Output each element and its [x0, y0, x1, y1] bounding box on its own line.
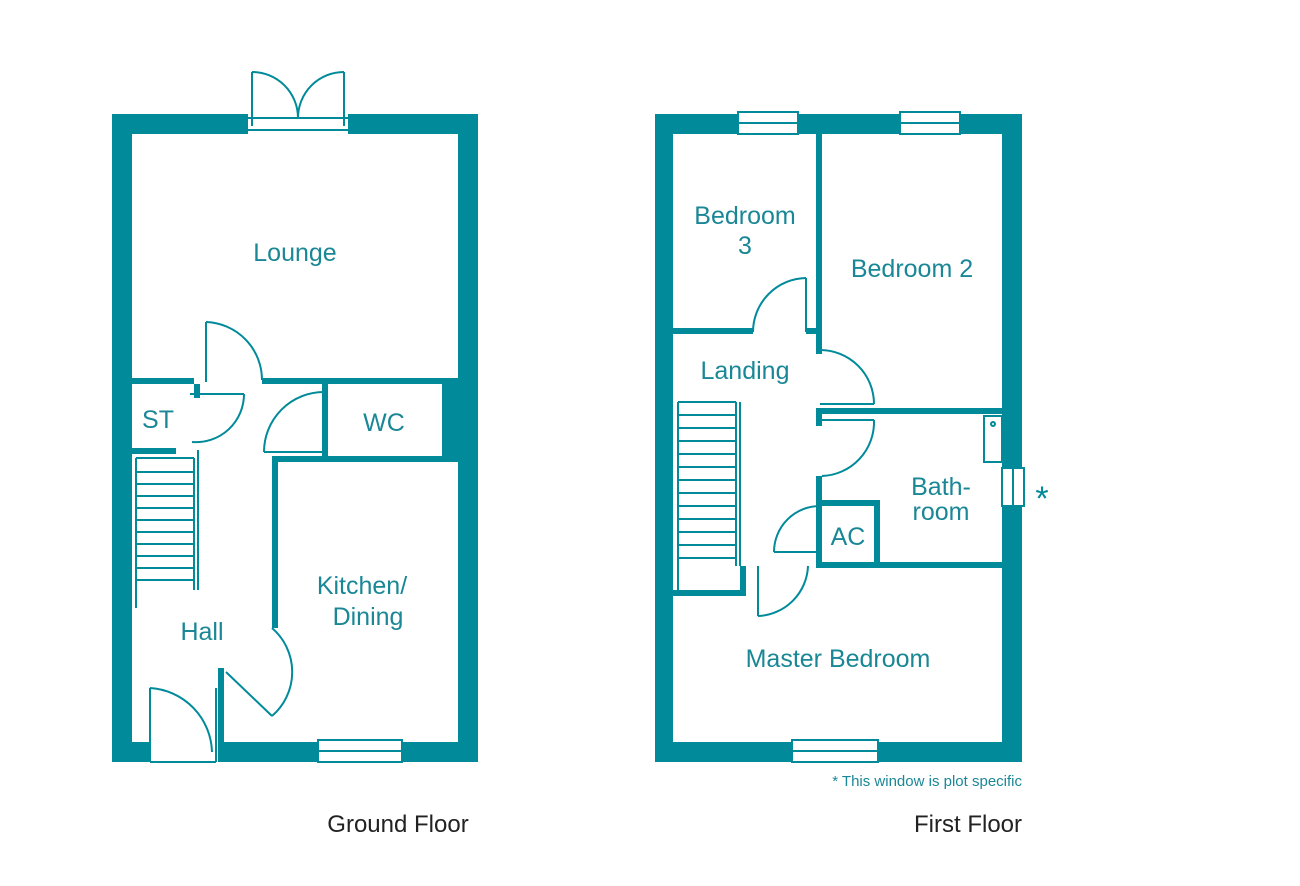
ff-ac-door: [773, 505, 821, 553]
room-label-master-bedroom: Master Bedroom: [746, 645, 931, 673]
room-label-landing: Landing: [701, 357, 790, 385]
gf-wall-lounge-right: [262, 378, 458, 384]
gf-wall-bottom-left: [112, 742, 150, 762]
first-floor-caption: First Floor: [914, 811, 1022, 838]
ff-wall-right: [1002, 114, 1022, 762]
ff-wall-master-top-left: [673, 590, 743, 596]
gf-wall-wc-bottom: [272, 456, 458, 462]
gf-wall-lounge-left: [132, 378, 194, 384]
first-floor-plan: *: [655, 111, 1049, 838]
room-label-hall: Hall: [180, 618, 223, 646]
gf-wall-left: [112, 114, 132, 762]
gf-wall-top-left: [112, 114, 248, 134]
ff-window-bedroom3: [737, 111, 799, 135]
ff-wall-ac-right: [874, 500, 880, 564]
gf-wall-kitchen-left-top: [272, 456, 278, 628]
gf-french-doors: [248, 71, 348, 131]
room-label-bathroom-line2: room: [913, 498, 970, 526]
ff-master-door: [757, 565, 809, 617]
room-label-lounge: Lounge: [253, 239, 336, 267]
room-label-bedroom2: Bedroom 2: [851, 255, 973, 283]
gf-wall-st-right: [194, 384, 200, 398]
ff-bathroom-sink: [983, 415, 1003, 463]
ff-bedroom2-door: [819, 349, 875, 405]
room-label-wc: WC: [363, 409, 405, 437]
ff-wall-bed3-bottom-r: [806, 328, 822, 334]
ground-floor-plan: Lounge ST WC Hall Kitchen/ Dining Ground…: [112, 71, 478, 838]
ff-wall-bed3-bottom: [673, 328, 753, 334]
room-label-bedroom3-line1: Bedroom: [694, 202, 795, 230]
gf-kitchen-door: [225, 627, 294, 717]
ff-wall-bath-left-top: [816, 408, 822, 426]
gf-wall-wc-block: [442, 384, 458, 462]
gf-bottom-window: [317, 739, 403, 763]
ff-bedroom3-door: [752, 277, 807, 333]
gf-wall-wc-left: [322, 384, 328, 456]
ff-bathroom-door: [821, 419, 876, 477]
room-label-bathroom-line1: Bath-: [911, 473, 971, 501]
room-label-kitchen-line1: Kitchen/: [317, 572, 407, 600]
gf-front-door: [149, 687, 217, 763]
ff-wall-left: [655, 114, 673, 762]
gf-stairs: [135, 450, 199, 608]
gf-wall-bottom-right: [402, 742, 478, 762]
window-marker-asterisk: *: [1035, 480, 1048, 518]
ff-wall-bath-left-bottom: [816, 476, 822, 564]
gf-st-door: [190, 393, 246, 444]
ff-window-bedroom2: [899, 111, 961, 135]
ff-window-master: [791, 739, 879, 763]
ff-wall-ac-top: [816, 500, 878, 506]
room-label-bedroom3-line2: 3: [738, 232, 752, 260]
ff-wall-master-top: [816, 562, 1002, 568]
ff-wall-bed2-bottom: [816, 408, 1002, 414]
room-label-ac: AC: [831, 523, 866, 551]
room-label-st: ST: [142, 406, 174, 434]
gf-wall-bottom-mid: [218, 742, 318, 762]
ff-wall-top: [655, 114, 1022, 134]
ff-stairs: [677, 401, 741, 590]
room-label-kitchen-line2: Dining: [333, 603, 404, 631]
ff-wall-bed3-right: [816, 134, 822, 354]
ground-floor-caption: Ground Floor: [327, 811, 468, 838]
gf-wall-top-right: [348, 114, 478, 134]
gf-wc-door: [263, 391, 326, 453]
ff-wall-stair-right: [740, 566, 746, 596]
gf-wall-st-bottom: [132, 448, 176, 454]
ff-window-bathroom: [1001, 467, 1025, 507]
gf-wall-right: [458, 114, 478, 762]
gf-lounge-door: [205, 321, 263, 382]
gf-wall-kitchen-left-bottom: [218, 668, 224, 744]
plot-specific-note: * This window is plot specific: [832, 773, 1022, 790]
